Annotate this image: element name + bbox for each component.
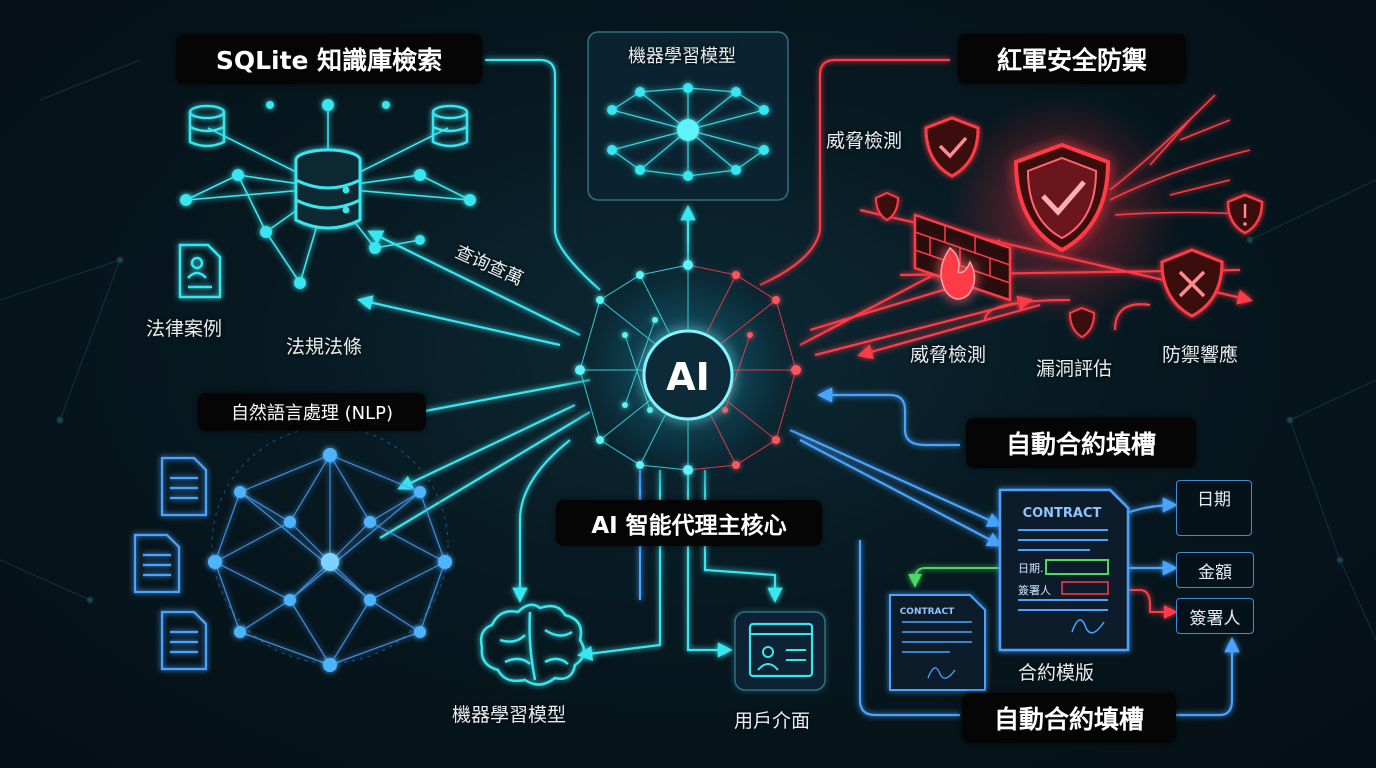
shield-x-icon (1160, 248, 1224, 318)
nlp-nodes (208, 448, 452, 672)
shield-check-icon-small (924, 116, 980, 178)
red-branch-lines (1109, 94, 1261, 216)
ui-label: 用戶介面 (734, 710, 811, 732)
nlp-title: 自然語言處理 (NLP) (198, 393, 426, 431)
fire-icon (940, 246, 976, 300)
contract-document-large (998, 488, 1130, 652)
defense-response-label: 防禦響應 (1162, 344, 1239, 366)
contract-title-bottom: 自動合約填槽 (962, 693, 1176, 743)
output-field-date: 日期 (1176, 480, 1252, 536)
nlp-network (214, 454, 446, 666)
contract-date-field: 日期. (1018, 562, 1044, 575)
redteam-title: 紅軍安全防禦 (958, 34, 1186, 84)
output-field-amount: 金額 (1176, 552, 1254, 588)
legal-document-icon (178, 243, 222, 299)
core-title: AI 智能代理主核心 (556, 500, 822, 546)
ai-core-center (642, 329, 734, 421)
regulations-label: 法規法條 (286, 336, 363, 358)
background-network (0, 59, 1376, 641)
nlp-document-icons (133, 456, 208, 671)
small-database-icon-left (188, 104, 226, 148)
ml-model-top-label: 機器學習模型 (628, 46, 736, 67)
database-icon (294, 148, 362, 230)
threat-detect-top-label: 威脅檢測 (826, 130, 903, 152)
shield-alert-icon (1226, 193, 1264, 235)
brain-icon (479, 603, 586, 686)
sqlite-title: SQLite 知識庫檢索 (176, 34, 482, 84)
ml-model-nodes (607, 83, 769, 181)
ai-core-label: AI (666, 355, 710, 399)
vuln-assess-label: 漏洞評估 (1036, 358, 1113, 380)
contract-small-heading: CONTRACT (900, 607, 955, 617)
output-field-date-label: 日期 (1197, 490, 1231, 510)
contract-title-top: 自動合約填槽 (966, 418, 1196, 468)
output-field-signer: 簽署人 (1176, 598, 1254, 634)
ml-model-bottom-label: 機器學習模型 (452, 704, 567, 726)
contract-template-label: 合約模版 (1018, 662, 1095, 684)
small-shield-icons (874, 191, 1096, 339)
sqlite-nodes (180, 99, 476, 289)
firewall-icon (913, 213, 1012, 302)
shield-check-icon-large (1013, 142, 1111, 253)
output-field-signer-label: 簽署人 (1189, 608, 1241, 629)
connections-cyan (356, 58, 783, 662)
legal-cases-label: 法律案例 (146, 318, 223, 340)
threat-detect-bottom-label: 威脅檢測 (910, 344, 987, 366)
ai-core-nodes (575, 260, 801, 475)
contract-document-small (889, 594, 986, 691)
user-interface-icon (734, 611, 826, 691)
small-database-icon-right (431, 104, 469, 148)
connections-green (908, 567, 1010, 588)
contract-signer-field: 簽署人 (1018, 583, 1051, 597)
output-field-amount-label: 金額 (1198, 562, 1232, 583)
connections-red-small (1110, 589, 1178, 619)
contract-heading: CONTRACT (1023, 506, 1102, 521)
